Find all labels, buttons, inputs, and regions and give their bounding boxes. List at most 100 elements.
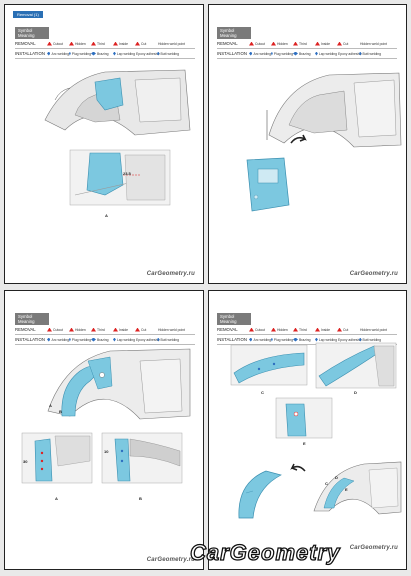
lap-weld-symbol-icon	[315, 337, 318, 342]
legend-item: Arc welding	[249, 337, 271, 342]
legend-removal-row: REMOVAL Cutout Hidden Third Inside Cut H…	[217, 325, 397, 335]
legend-item: Epoxy adhesive	[136, 51, 160, 56]
legend-item: Cut	[337, 41, 359, 46]
third-symbol-icon	[91, 327, 96, 332]
detail-b-drawing	[101, 432, 183, 484]
legend-item: Cutout	[47, 327, 69, 332]
legend-item: Inside	[315, 41, 337, 46]
body-side-removed-drawing	[266, 72, 402, 148]
mark-c-label: C	[325, 481, 328, 486]
arc-weld-symbol-icon	[249, 51, 253, 56]
legend-item: Inside	[113, 41, 135, 46]
butt-weld-symbol-icon	[157, 337, 160, 342]
legend-item: Lap welding	[315, 337, 337, 342]
plug-weld-symbol-icon	[271, 51, 273, 56]
legend-item: Cut	[135, 41, 157, 46]
legend-item: Epoxy adhesive	[136, 337, 160, 342]
detail-d-drawing	[315, 342, 397, 389]
legend-item: Hidden weld point	[158, 41, 185, 46]
dimension-label: 23.5	[123, 171, 131, 176]
manual-page-4: Symbol Meaning REMOVAL Cutout Hidden Thi…	[208, 290, 407, 570]
legend-item: Brazing	[293, 337, 315, 342]
legend-item: Arc welding	[249, 51, 271, 56]
plug-weld-symbol-icon	[69, 51, 71, 56]
dimension-label: 10	[104, 449, 109, 454]
manual-page-1: Removal (1) Symbol Meaning REMOVAL Cutou…	[4, 4, 204, 284]
body-side-installation-drawing	[47, 348, 191, 420]
lap-weld-symbol-icon	[113, 51, 116, 56]
butt-weld-symbol-icon	[157, 51, 160, 56]
legend-item: Cutout	[249, 41, 271, 46]
installation-label: INSTALLATION	[15, 51, 45, 56]
legend-item: Brazing	[91, 51, 113, 56]
legend-installation-row: INSTALLATION Arc welding Plug welding Br…	[217, 49, 397, 59]
watermark: CarGeometry.ru	[349, 545, 398, 551]
cutout-symbol-icon	[47, 327, 52, 332]
legend-item: Hidden weld point	[360, 41, 387, 46]
legend-item: Butt welding	[359, 337, 381, 342]
inside-symbol-icon	[315, 41, 320, 46]
symbol-legend: Symbol Meaning REMOVAL Cutout Hidden Thi…	[15, 313, 195, 345]
mark-b-label: B	[59, 409, 62, 414]
legend-item: Arc welding	[47, 337, 69, 342]
inside-symbol-icon	[315, 327, 320, 332]
arc-weld-symbol-icon	[47, 51, 51, 56]
legend-item: Plug welding	[271, 337, 293, 342]
installation-label: INSTALLATION	[15, 337, 45, 342]
legend-item: Inside	[113, 327, 135, 332]
legend-item: Third	[91, 41, 113, 46]
dimension-label: 30	[23, 459, 28, 464]
lap-weld-symbol-icon	[315, 51, 318, 56]
hidden-symbol-icon	[69, 41, 74, 46]
butt-weld-symbol-icon	[359, 51, 362, 56]
legend-item: Inside	[315, 327, 337, 332]
legend-item: Plug welding	[69, 51, 91, 56]
legend-removal-row: REMOVAL Cutout Hidden Third Inside Cut H…	[217, 39, 397, 49]
detail-label: A	[55, 496, 58, 501]
third-symbol-icon	[91, 41, 96, 46]
detail-c-drawing	[230, 344, 308, 386]
symbol-legend: Symbol Meaning REMOVAL Cutout Hidden Thi…	[217, 27, 397, 59]
removed-panel-drawing	[246, 157, 290, 212]
inside-symbol-icon	[113, 327, 118, 332]
legend-item: Butt welding	[157, 337, 179, 342]
detail-label: D	[354, 390, 357, 395]
plug-weld-symbol-icon	[271, 337, 273, 342]
legend-item: Plug welding	[271, 51, 293, 56]
watermark: CarGeometry.ru	[349, 271, 398, 277]
legend-item: Epoxy adhesive	[338, 51, 362, 56]
legend-item: Butt welding	[359, 51, 381, 56]
install-arrow-icon	[290, 463, 306, 472]
legend-installation-row: INSTALLATION Arc welding Plug welding Br…	[15, 335, 195, 345]
legend-title: Symbol Meaning	[15, 313, 49, 325]
cutout-symbol-icon	[249, 41, 254, 46]
legend-item: Cutout	[249, 327, 271, 332]
legend-title: Symbol Meaning	[217, 27, 251, 39]
legend-item: Cut	[337, 327, 359, 332]
legend-item: Butt welding	[157, 51, 179, 56]
plug-weld-symbol-icon	[69, 337, 71, 342]
cut-symbol-icon	[135, 41, 140, 46]
hidden-symbol-icon	[271, 327, 276, 332]
third-symbol-icon	[293, 327, 298, 332]
removal-label: REMOVAL	[217, 41, 238, 46]
watermark: CarGeometry.ru	[146, 557, 195, 563]
arc-weld-symbol-icon	[47, 337, 51, 342]
legend-item: Hidden weld point	[158, 327, 185, 332]
detail-label: C	[261, 390, 264, 395]
mark-a-label: A	[49, 403, 52, 408]
legend-item: Third	[293, 41, 315, 46]
mark-e-label: E	[345, 487, 348, 492]
lap-weld-symbol-icon	[113, 337, 116, 342]
legend-item: Third	[293, 327, 315, 332]
brazing-symbol-icon	[91, 337, 96, 342]
inside-symbol-icon	[113, 41, 118, 46]
legend-item: Lap welding	[315, 51, 337, 56]
cutout-symbol-icon	[47, 41, 52, 46]
legend-item: Lap welding	[113, 337, 135, 342]
removal-label: REMOVAL	[15, 41, 36, 46]
legend-item: Hidden	[271, 41, 293, 46]
hidden-symbol-icon	[69, 327, 74, 332]
removal-label: REMOVAL	[15, 327, 36, 332]
mark-d-label: D	[335, 475, 338, 480]
